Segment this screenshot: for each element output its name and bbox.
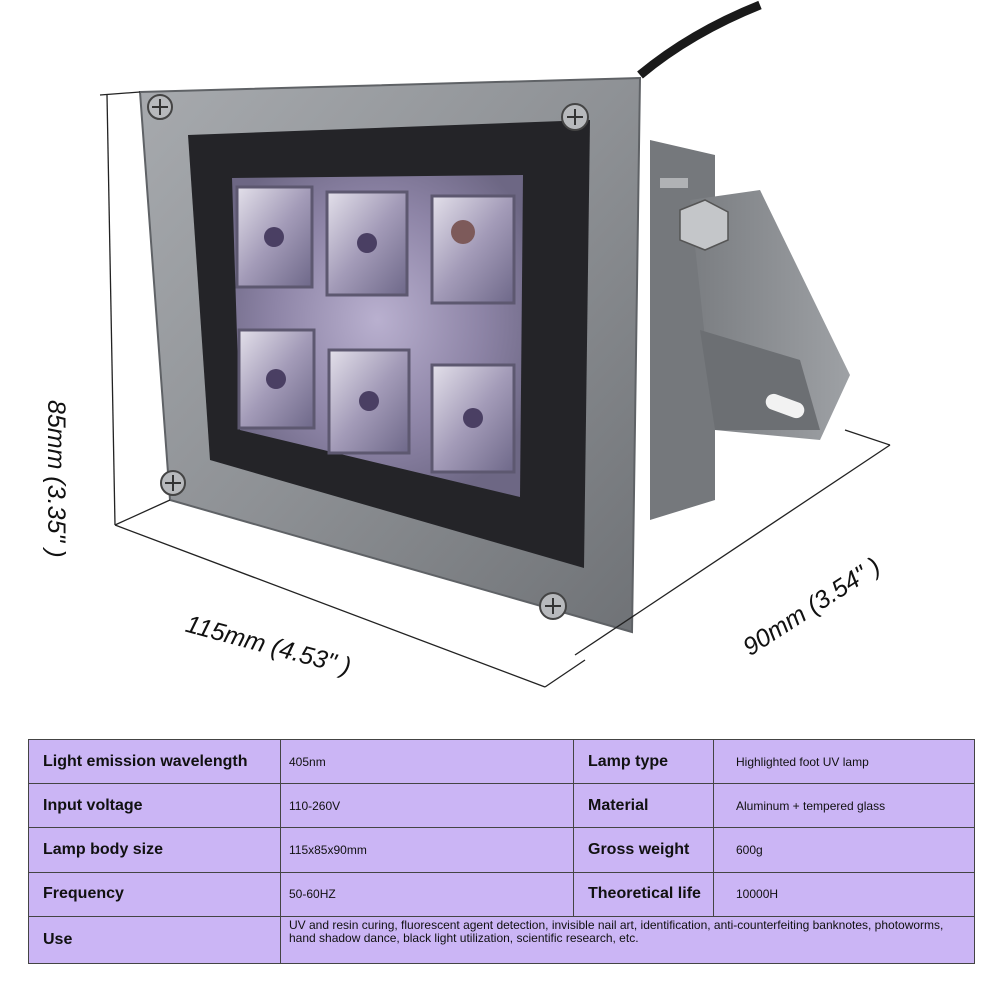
spec-value: 10000H bbox=[713, 871, 975, 917]
spec-label: Frequency bbox=[28, 871, 281, 917]
spec-table: Light emission wavelength 405nm Lamp typ… bbox=[28, 738, 975, 965]
power-cable bbox=[637, 0, 762, 79]
spec-label: Use bbox=[28, 915, 281, 965]
table-row: Use UV and resin curing, fluorescent age… bbox=[28, 915, 975, 965]
spec-value: 405nm bbox=[280, 738, 574, 785]
spec-value: 50-60HZ bbox=[280, 871, 574, 917]
dimension-lines bbox=[99, 91, 891, 688]
height-dimension-label: 85mm (3.35" ) bbox=[42, 400, 70, 558]
use-description: UV and resin curing, fluorescent agent d… bbox=[280, 915, 975, 965]
table-row: Input voltage 110-260V Material Aluminum… bbox=[28, 783, 975, 829]
spec-label: Material bbox=[573, 783, 714, 829]
table-row: Lamp body size 115x85x90mm Gross weight … bbox=[28, 827, 975, 873]
table-row: Light emission wavelength 405nm Lamp typ… bbox=[28, 738, 975, 785]
spec-value: Aluminum + tempered glass bbox=[713, 783, 975, 829]
spec-value: Highlighted foot UV lamp bbox=[713, 738, 975, 785]
corner-screws bbox=[147, 94, 589, 620]
spec-value: 600g bbox=[713, 827, 975, 873]
bracket-bolt bbox=[679, 199, 729, 251]
table-row: Frequency 50-60HZ Theoretical life 10000… bbox=[28, 871, 975, 917]
spec-value: 115x85x90mm bbox=[280, 827, 574, 873]
spec-label: Input voltage bbox=[28, 783, 281, 829]
led-array bbox=[235, 185, 516, 474]
spec-label: Lamp body size bbox=[28, 827, 281, 873]
spec-label: Lamp type bbox=[573, 738, 714, 785]
spec-value: 110-260V bbox=[280, 783, 574, 829]
spec-label: Theoretical life bbox=[573, 871, 714, 917]
spec-label: Gross weight bbox=[573, 827, 714, 873]
spec-label: Light emission wavelength bbox=[28, 738, 281, 785]
uv-lamp-product-photo bbox=[99, 0, 891, 688]
